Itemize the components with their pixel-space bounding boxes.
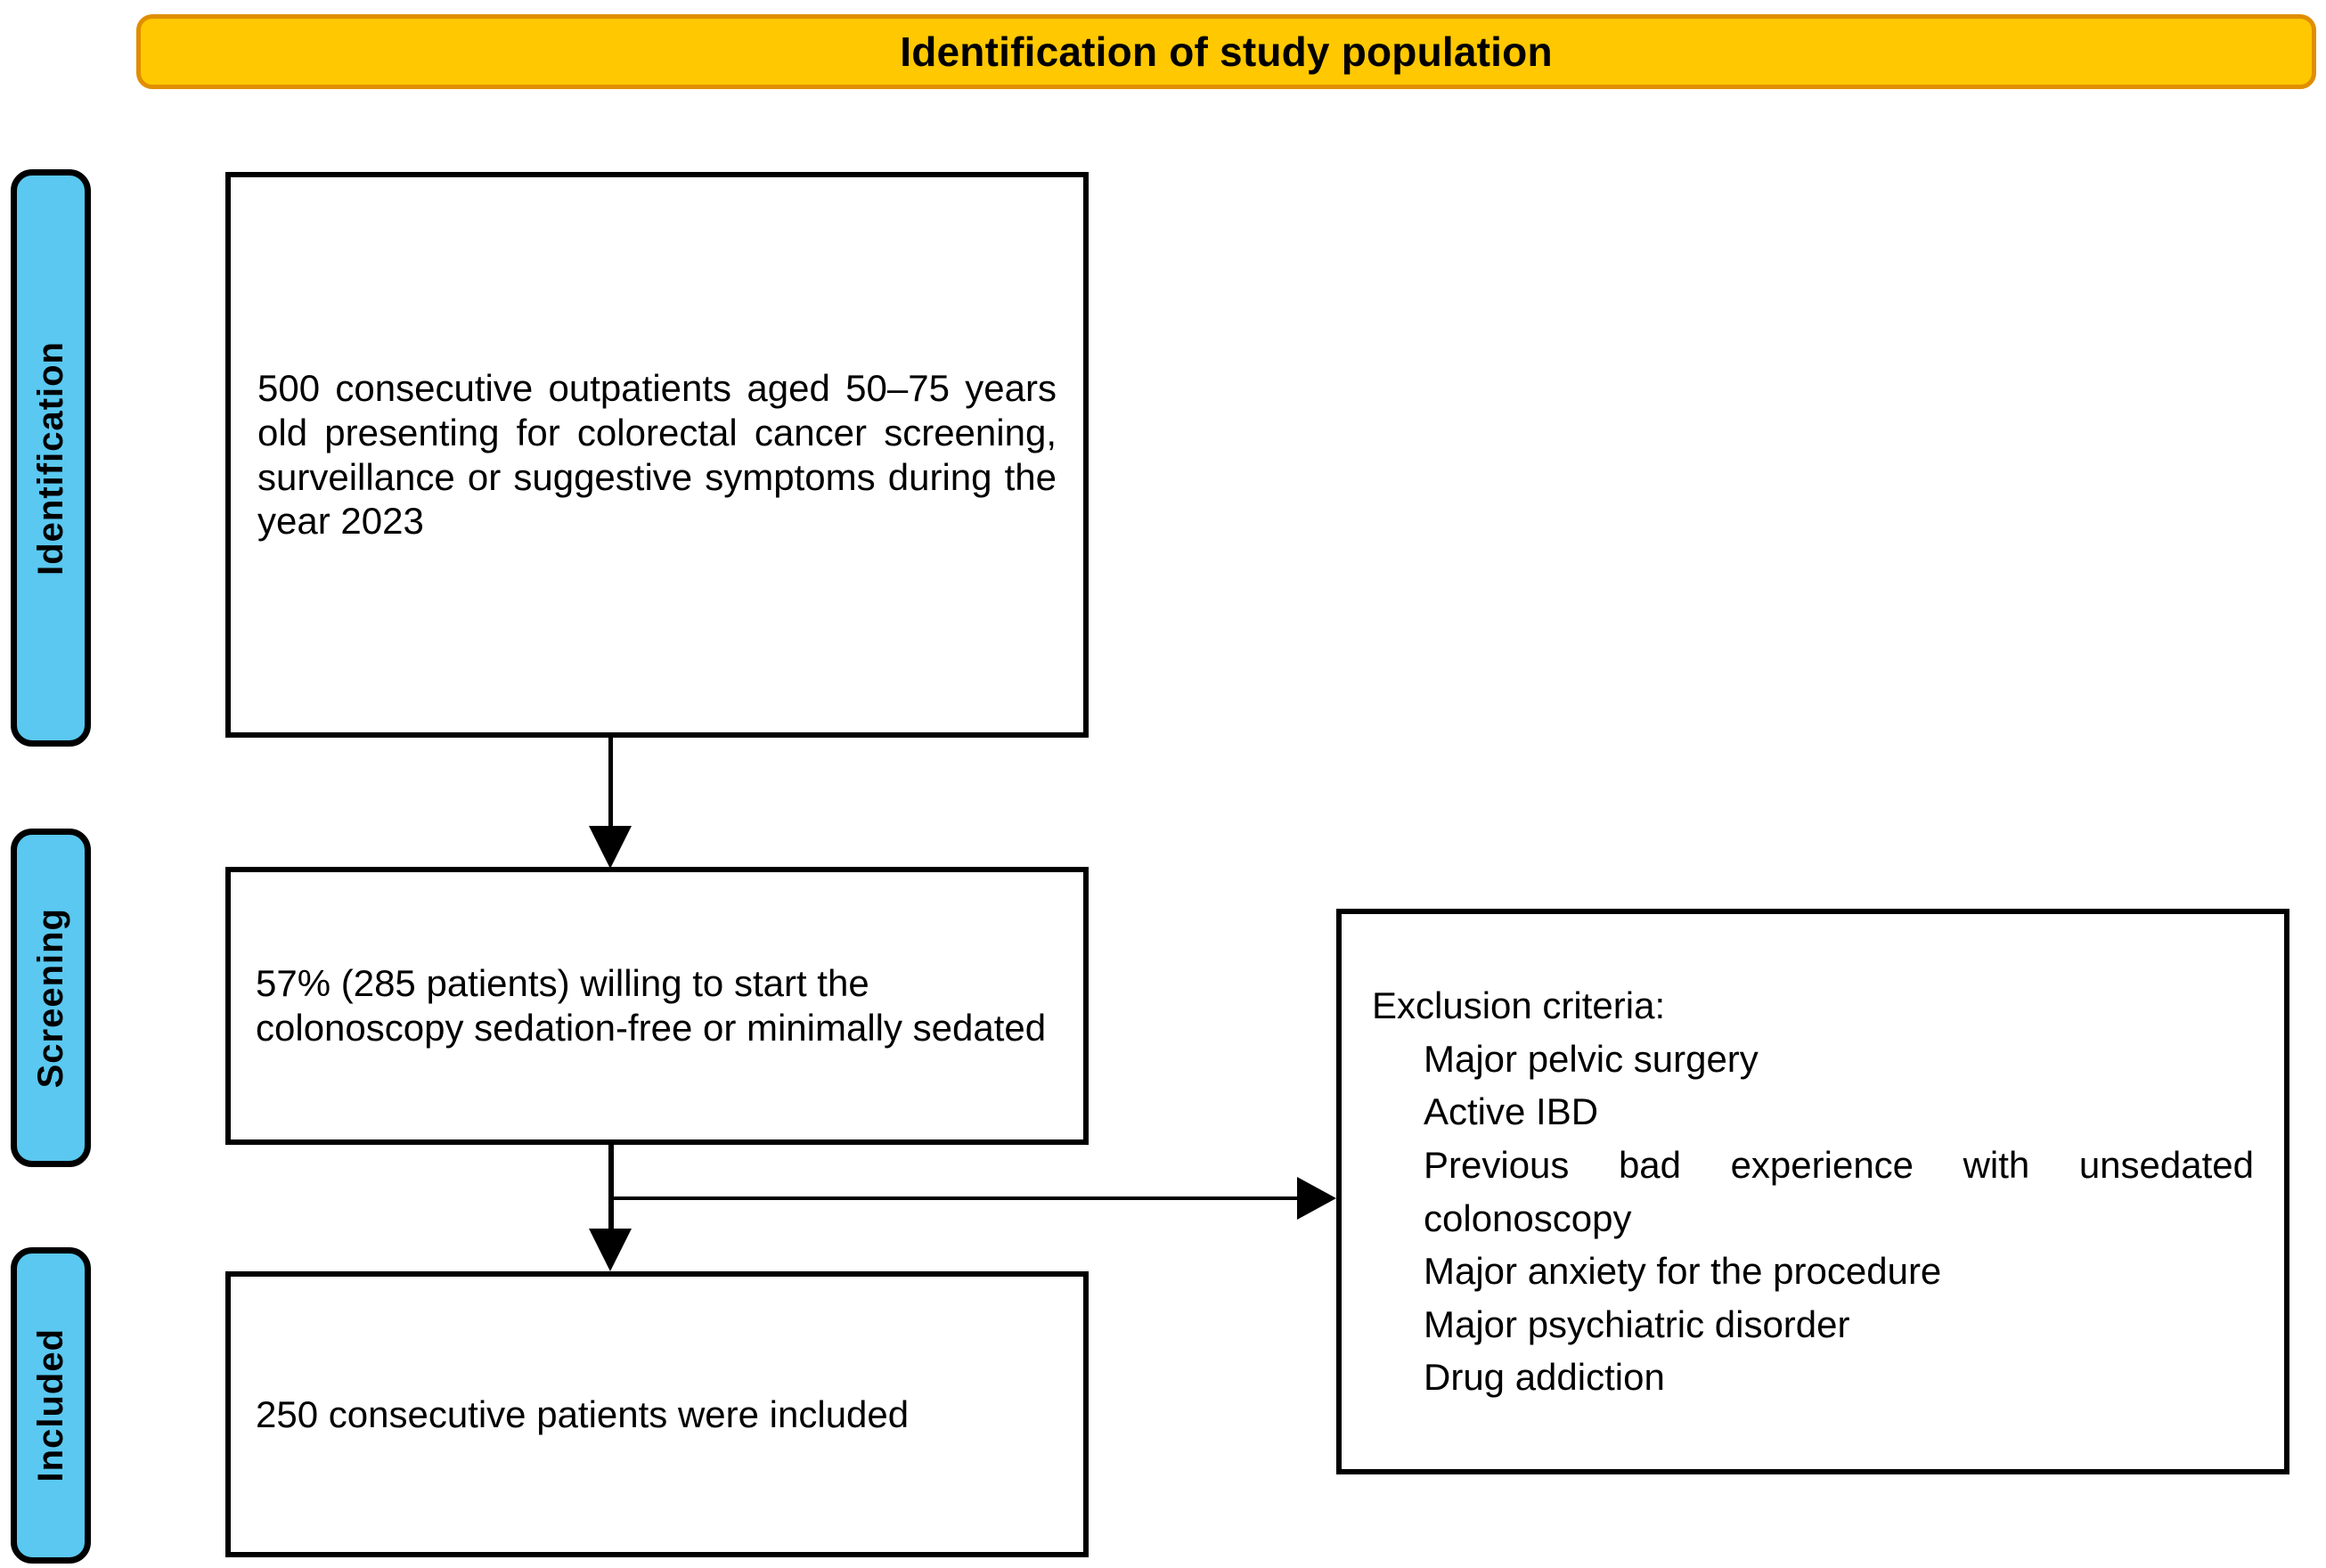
flow-box-identified-population-text: 500 consecutive outpatients aged 50–75 y… <box>257 367 1057 543</box>
exclusion-criteria-content: Exclusion criteria: Major pelvic surgery… <box>1342 979 2284 1404</box>
stage-label-screening: Screening <box>11 829 91 1167</box>
connector-willing-to-exclusion-line <box>611 1196 1302 1200</box>
connector-willing-to-included-line <box>608 1145 614 1234</box>
list-item: Major pelvic surgery <box>1424 1037 1759 1080</box>
flow-box-willing-patients: 57% (285 patients) willing to start the … <box>225 867 1089 1145</box>
exclusion-criteria-list: Major pelvic surgery Active IBD Previous… <box>1372 1033 2254 1404</box>
flow-box-included-patients-text: 250 consecutive patients were included <box>256 1392 910 1435</box>
flow-box-identified-population: 500 consecutive outpatients aged 50–75 y… <box>225 172 1089 738</box>
arrow-down-icon-identified-to-willing <box>589 826 632 869</box>
stage-label-identification: Identification <box>11 169 91 747</box>
list-item: Previous bad experience with unsedated c… <box>1424 1143 2254 1239</box>
list-item: Drug addiction <box>1424 1356 1665 1399</box>
stage-label-screening-text: Screening <box>30 907 70 1089</box>
arrow-down-icon-willing-to-included <box>589 1229 632 1271</box>
header-banner: Identification of study population <box>136 14 2316 89</box>
list-item: Major anxiety for the procedure <box>1424 1250 1942 1293</box>
connector-identified-to-willing-line <box>608 738 613 831</box>
stage-label-included: Included <box>11 1247 91 1564</box>
flow-box-exclusion-criteria: Exclusion criteria: Major pelvic surgery… <box>1336 909 2289 1474</box>
stage-label-included-text: Included <box>30 1328 70 1482</box>
stage-label-identification-text: Identification <box>30 340 70 576</box>
flow-box-willing-patients-text: 57% (285 patients) willing to start the … <box>256 962 1047 1049</box>
exclusion-criteria-heading: Exclusion criteria: <box>1372 984 1666 1026</box>
list-item: Major psychiatric disorder <box>1424 1303 1850 1345</box>
flow-box-included-patients: 250 consecutive patients were included <box>225 1271 1089 1557</box>
page-title: Identification of study population <box>900 29 1553 75</box>
arrow-right-icon-willing-to-exclusion <box>1297 1177 1336 1220</box>
list-item: Active IBD <box>1424 1090 1599 1133</box>
